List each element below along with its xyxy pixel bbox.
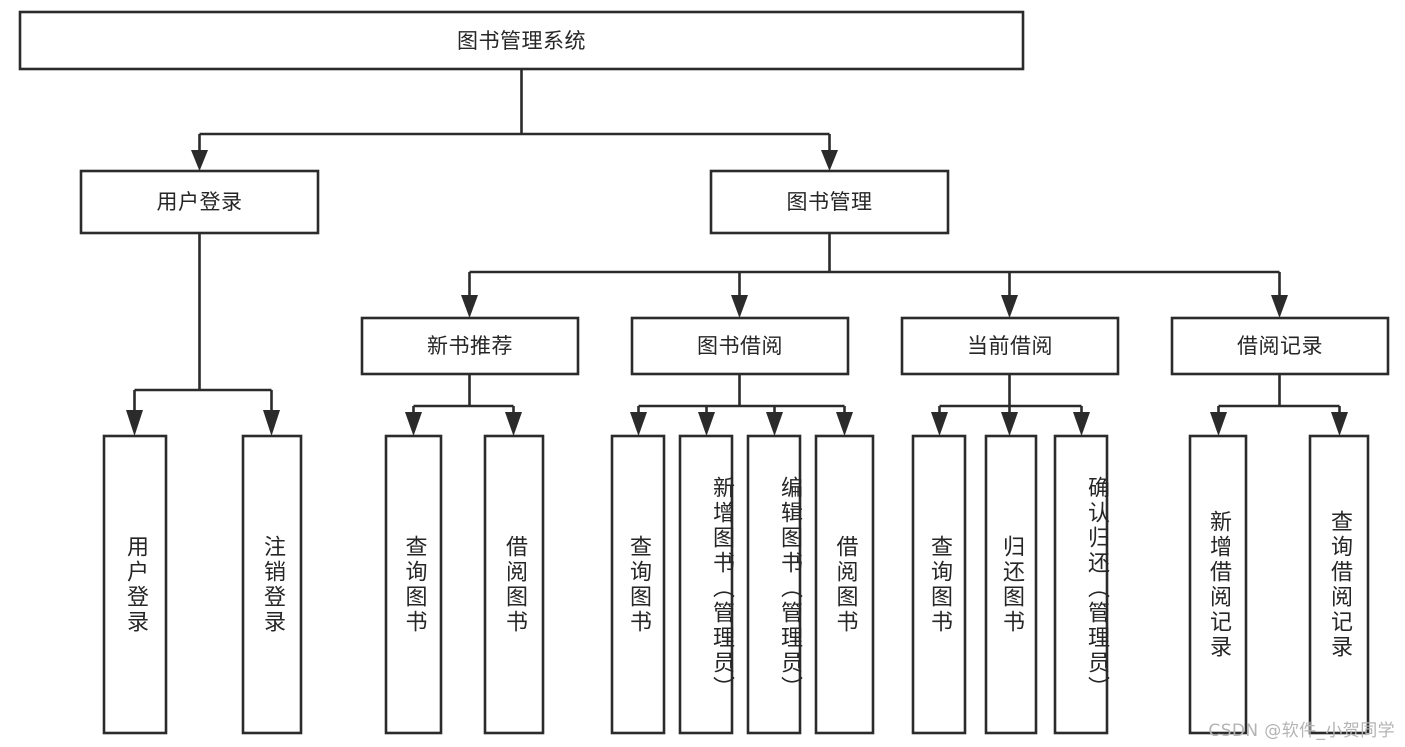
node-user-login-box[interactable] <box>79 169 320 235</box>
node-new-book-recommend-box[interactable] <box>360 316 580 376</box>
node-leaf-user-login-box[interactable] <box>102 434 168 735</box>
node-new-book-recommend-label: 新书推荐 <box>427 334 513 358</box>
arrowhead-leaf-query-book-2 <box>630 412 647 436</box>
arrowhead-leaf-user-login <box>126 410 143 436</box>
connector-layer <box>126 69 1348 436</box>
csdn-watermark: CSDN @软件_小贺同学 <box>1208 721 1395 741</box>
node-leaf-confirm-return-box[interactable] <box>1053 434 1109 735</box>
node-leaf-query-book-1-box[interactable] <box>384 434 443 735</box>
node-book-management-box[interactable] <box>709 169 950 235</box>
arrowhead-leaf-add-book <box>698 412 715 436</box>
node-root-label: 图书管理系统 <box>457 29 586 53</box>
arrowhead-book-borrow <box>731 295 748 318</box>
arrowhead-leaf-query-book-3 <box>931 412 948 436</box>
arrowhead-leaf-borrow-book-1 <box>505 412 522 436</box>
node-leaf-query-book-3-box[interactable] <box>911 434 967 735</box>
node-leaf-borrow-book-1-box[interactable] <box>483 434 545 735</box>
node-current-borrow-label: 当前借阅 <box>967 334 1053 358</box>
arrowhead-leaf-query-record <box>1331 412 1348 436</box>
node-borrow-records-label: 借阅记录 <box>1237 334 1323 358</box>
node-current-borrow-box[interactable] <box>900 316 1120 376</box>
node-user-login-label: 用户登录 <box>157 190 243 214</box>
node-leaf-query-record-box[interactable] <box>1308 434 1370 735</box>
arrowhead-current-borrow <box>1001 295 1018 318</box>
arrowhead-new-book-recommend <box>461 295 478 318</box>
node-leaf-add-book-box[interactable] <box>678 434 734 735</box>
node-leaf-edit-book-box[interactable] <box>746 434 802 735</box>
arrowhead-leaf-user-logout <box>263 410 280 436</box>
node-root-box[interactable] <box>18 10 1025 71</box>
arrowhead-leaf-edit-book <box>766 412 783 436</box>
node-leaf-user-logout-box[interactable] <box>241 434 303 735</box>
node-leaf-return-book-box[interactable] <box>984 434 1038 735</box>
arrowhead-leaf-add-record <box>1210 412 1227 436</box>
arrowhead-leaf-return-book <box>1001 412 1018 436</box>
arrowhead-borrow-records <box>1271 295 1288 318</box>
node-leaf-add-record-box[interactable] <box>1188 434 1248 735</box>
arrowhead-leaf-query-book-1 <box>405 412 422 436</box>
node-borrow-records-box[interactable] <box>1170 316 1390 376</box>
node-layer: 图书管理系统 用户登录 图书管理 新书推荐 图书借阅 当前借阅 借阅记录 <box>18 10 1390 735</box>
node-book-management-label: 图书管理 <box>787 190 873 214</box>
node-leaf-query-book-2-box[interactable] <box>610 434 666 735</box>
node-book-borrow-label: 图书借阅 <box>697 334 783 358</box>
node-leaf-borrow-book-2-box[interactable] <box>814 434 875 735</box>
node-book-borrow-box[interactable] <box>630 316 850 376</box>
arrowhead-leaf-borrow-book-2 <box>836 412 853 436</box>
arrowhead-user-login <box>191 150 208 171</box>
arrowhead-leaf-confirm-return <box>1073 412 1090 436</box>
arrowhead-book-management <box>821 150 838 171</box>
